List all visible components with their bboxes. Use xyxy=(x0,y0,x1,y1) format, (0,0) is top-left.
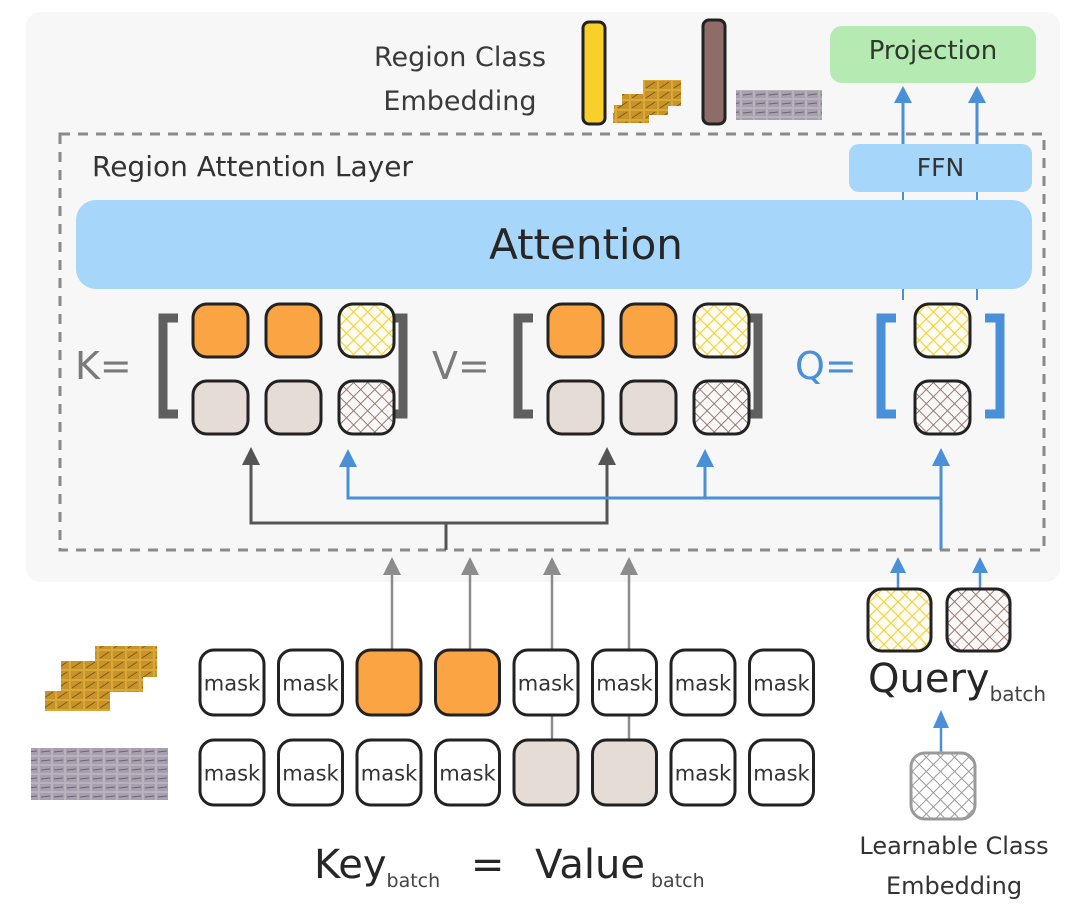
brown-class-embedding-bar xyxy=(701,18,727,126)
matrix-cell-yellow-hatch xyxy=(692,302,751,359)
mask-label: mask xyxy=(753,672,810,696)
gold-region-thumbnail-small xyxy=(613,80,681,123)
batch-cell-mask xyxy=(748,738,815,807)
query-blue-connector xyxy=(346,462,943,550)
gold-region-thumbnail xyxy=(45,646,157,711)
matrix-cell-orange xyxy=(191,302,250,359)
region-class-embedding-label: Region Class Embedding xyxy=(362,36,558,124)
batch-cell-mask xyxy=(277,648,344,717)
projection-label: Projection xyxy=(868,36,998,66)
learnable-label-line1: Learnable Class xyxy=(859,832,1049,860)
batch-cell-mask xyxy=(669,648,737,717)
q-to-ffn-lines xyxy=(902,192,978,300)
layer-title: Region Attention Layer xyxy=(92,150,413,183)
query-label: Query xyxy=(868,656,990,702)
batch-cell-mask xyxy=(355,738,423,807)
gray-region-thumbnail xyxy=(31,748,168,800)
equation-equals: = xyxy=(470,842,505,888)
mask-label: mask xyxy=(439,762,496,786)
matrix-cell-beige xyxy=(546,379,605,436)
attention-box xyxy=(76,200,1032,289)
matrix-cell-yellow-hatch xyxy=(913,302,972,359)
matrix-cell-yellow-hatch xyxy=(337,302,396,359)
k-matrix-cells xyxy=(191,302,396,436)
matrix-cell-beige xyxy=(191,379,250,436)
matrix-cell-brown-hatch xyxy=(692,379,751,436)
attention-label: Attention xyxy=(489,220,683,269)
equation-value-subscript: batch xyxy=(650,870,705,892)
ffn-box xyxy=(849,144,1032,192)
kv-dark-arrowheads xyxy=(242,447,616,465)
q-matrix-brackets xyxy=(876,313,1005,419)
query-batch-label: Querybatch xyxy=(868,656,1046,706)
query-cell-yellow-hatch xyxy=(866,587,933,653)
batch-cell-mask xyxy=(198,648,266,717)
equation-key-subscript: batch xyxy=(386,870,441,892)
learnable-label-line2: Embedding xyxy=(885,872,1023,900)
mask-label: mask xyxy=(596,672,653,696)
v-matrix-cells xyxy=(546,302,751,436)
mask-label: mask xyxy=(675,762,732,786)
region-class-label-line1: Region Class xyxy=(373,42,547,73)
matrix-cell-brown-hatch xyxy=(337,379,396,436)
mask-label: mask xyxy=(204,762,261,786)
batch-cell-beige xyxy=(591,738,658,807)
projection-box xyxy=(830,26,1036,83)
layer-background-panel xyxy=(26,12,1060,582)
mask-label: mask xyxy=(204,672,261,696)
mask-label: mask xyxy=(282,672,339,696)
batch-cell-mask xyxy=(748,648,815,717)
mask-label: mask xyxy=(753,762,810,786)
matrix-cell-beige xyxy=(619,379,678,436)
k-label: K= xyxy=(75,344,132,388)
gray-region-thumbnail-small xyxy=(736,90,822,120)
v-label: V= xyxy=(432,344,490,388)
ffn-to-projection-arrows xyxy=(894,86,986,144)
q-matrix-cells xyxy=(913,302,972,436)
ffn-label: FFN xyxy=(916,153,965,182)
query-subscript: batch xyxy=(989,682,1047,706)
mask-label: mask xyxy=(518,672,575,696)
batch-cell-mask xyxy=(277,738,344,807)
query-cell-brown-hatch xyxy=(945,587,1012,653)
matrix-cell-brown-hatch xyxy=(913,379,972,436)
batch-cell-mask xyxy=(512,648,580,717)
matrix-cell-orange xyxy=(546,302,605,359)
batch-cell-mask xyxy=(434,738,501,807)
batch-cell-orange xyxy=(434,648,501,717)
key-batch-row-2: mask mask mask mask mask mask xyxy=(198,738,815,807)
matrix-cell-beige xyxy=(264,379,323,436)
q-label: Q= xyxy=(795,344,857,388)
mask-label: mask xyxy=(675,672,732,696)
kv-dark-connector xyxy=(249,462,609,550)
query-batch-arrows xyxy=(890,557,988,752)
batch-cell-mask xyxy=(198,738,266,807)
batch-cell-mask xyxy=(591,648,658,717)
equation-key: Key xyxy=(314,842,387,888)
query-batch-cells xyxy=(866,587,1012,653)
yellow-class-embedding-bar xyxy=(581,20,607,126)
region-attention-layer-border xyxy=(58,132,1046,552)
mask-label: mask xyxy=(361,762,418,786)
matrix-cell-orange xyxy=(619,302,678,359)
batch-cell-orange xyxy=(355,648,423,717)
learnable-class-embedding-cell xyxy=(909,751,977,821)
mask-label: mask xyxy=(282,762,339,786)
key-batch-row-1: mask mask mask mask mask mask xyxy=(198,648,815,717)
equation-value: Value xyxy=(535,842,645,888)
batch-cell-beige xyxy=(512,738,580,807)
query-blue-arrowheads xyxy=(339,448,950,467)
batch-cell-mask xyxy=(669,738,737,807)
learnable-class-embedding-label: Learnable Class Embedding xyxy=(838,826,1070,906)
matrix-cell-orange xyxy=(264,302,323,359)
region-class-label-line2: Embedding xyxy=(383,86,537,117)
